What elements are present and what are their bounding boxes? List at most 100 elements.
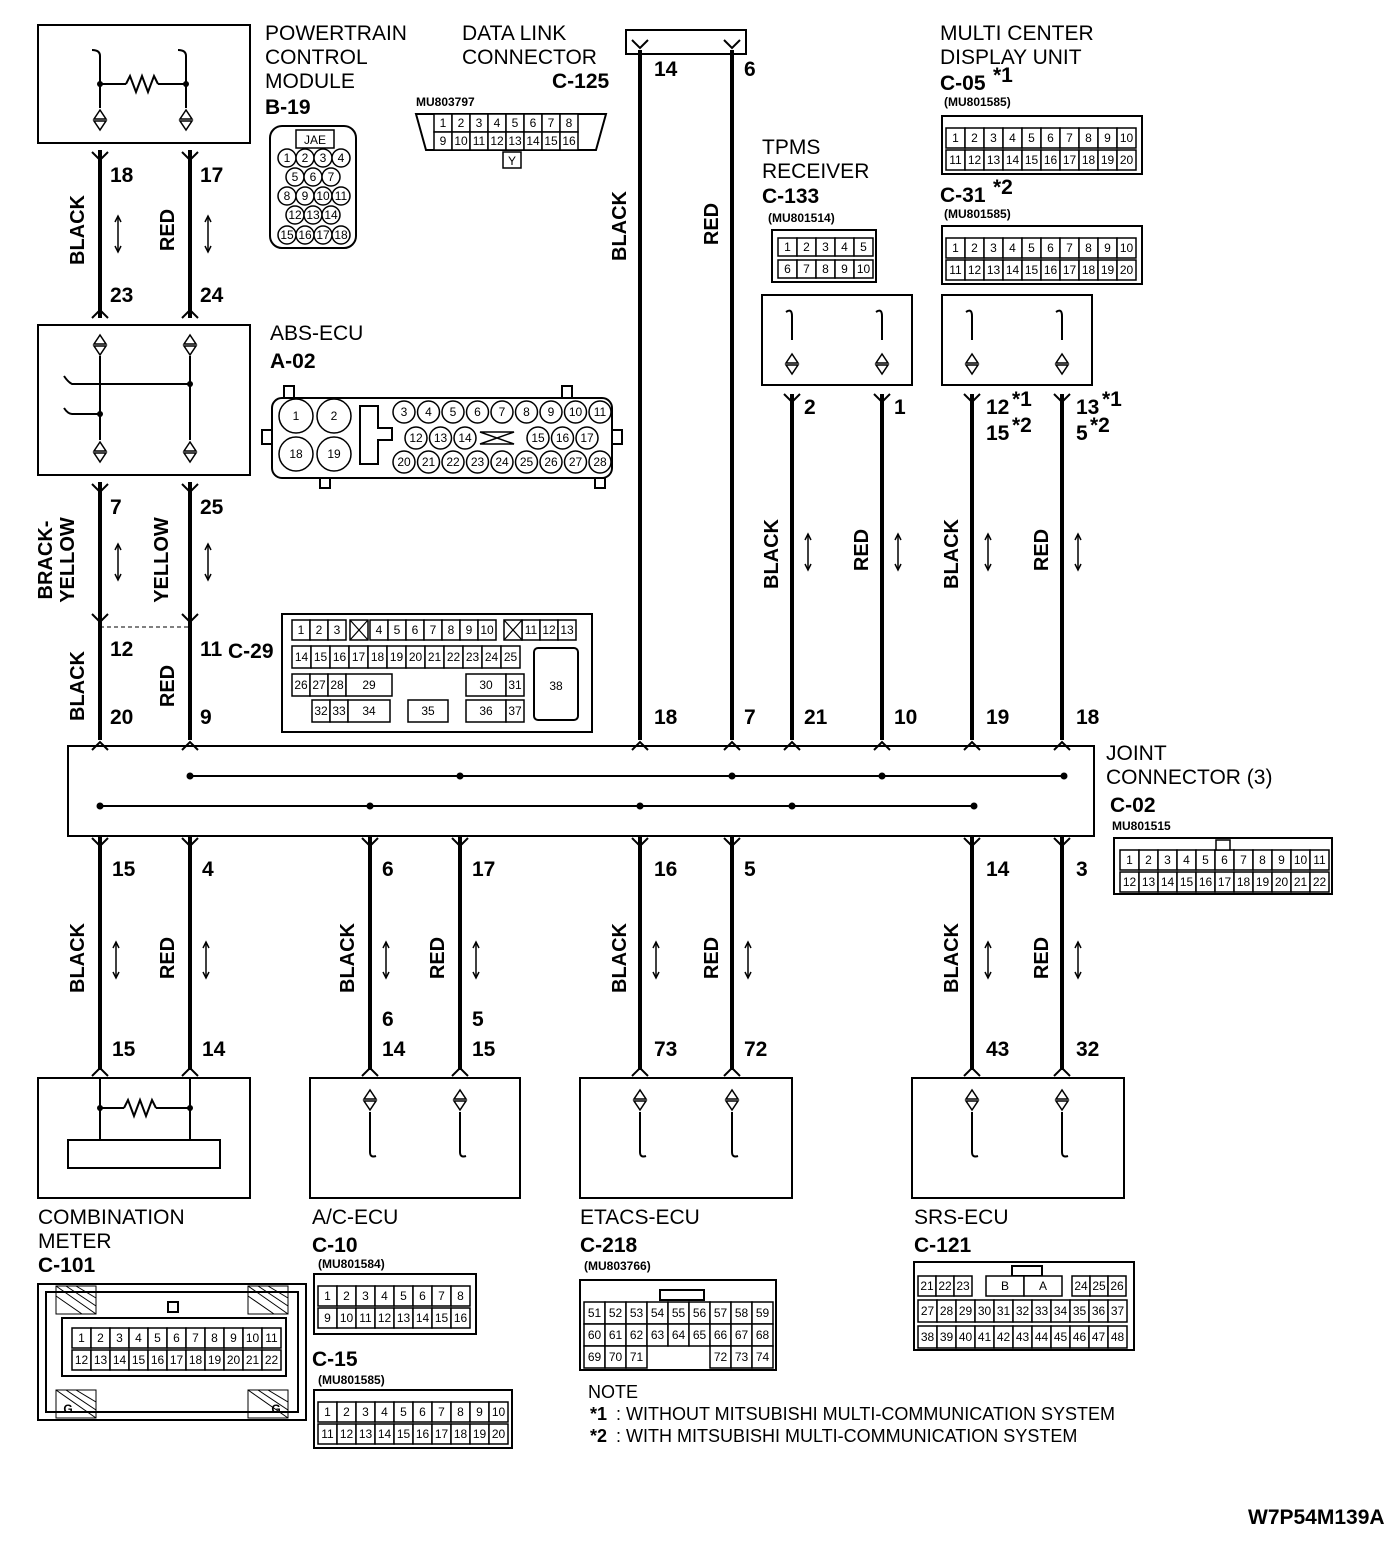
srs-pin-label: 23 [956, 1279, 970, 1293]
mcdu-title-1: MULTI CENTER [940, 22, 1094, 45]
wire-color-srs-red: RED [1031, 937, 1053, 979]
etacs-pin-label: 55 [672, 1306, 686, 1320]
srs-pin-label: A [1039, 1279, 1047, 1293]
mcdu1-pin-label: 6 [1047, 131, 1054, 145]
ac1-pin-label: 4 [381, 1289, 388, 1303]
meter-pin-label: 21 [246, 1353, 260, 1367]
abs-big-pin [278, 436, 314, 472]
c29-connector: C-29 [228, 640, 274, 663]
meter-connector: C-101 [38, 1254, 96, 1277]
meter-pin-label: 17 [170, 1353, 184, 1367]
meter-pin-label: 19 [208, 1353, 222, 1367]
mcdu2-pin-label: 20 [1120, 263, 1134, 277]
c29-big-pin: 38 [549, 679, 563, 693]
mcdu1-pin-label: 5 [1028, 131, 1035, 145]
abs-pin [490, 450, 514, 474]
connector-mark [723, 39, 741, 49]
ac2-pin-label: 1 [324, 1405, 331, 1419]
abs-pin-label: 5 [450, 405, 457, 419]
joint-pin-label: 11 [1313, 853, 1326, 867]
tpms-title-2: RECEIVER [762, 160, 869, 183]
srs-pin-label: 39 [940, 1330, 954, 1344]
c29-cell [347, 699, 391, 723]
pin-number: 18 [654, 706, 678, 729]
tpms-pin-label: 4 [841, 240, 848, 254]
ac2-pin-label: 3 [362, 1405, 369, 1419]
wire-color-abs-left-1: BRACK- [35, 521, 57, 600]
ac-box [309, 1077, 521, 1199]
abs-pin-label: 21 [422, 455, 436, 469]
abs-big-pin [316, 398, 352, 434]
ac1-pin-label: 16 [454, 1311, 468, 1325]
c29-pin-label: 20 [409, 650, 423, 664]
pcm-pin-label: 11 [335, 189, 348, 203]
abs-pin-label: 15 [531, 431, 545, 445]
mcdu2-pin-label: 11 [949, 263, 962, 277]
pcm-pin-label: 17 [316, 228, 330, 242]
c29-cell [557, 619, 577, 641]
srs-cell [1023, 1275, 1063, 1297]
joint-pin-label: 2 [1145, 853, 1152, 867]
star-mark: *1 [1102, 388, 1122, 411]
ac-connector1: C-10 [312, 1234, 358, 1257]
pcm-pin-label: 10 [316, 189, 330, 203]
c29-cell [500, 645, 521, 669]
splice-dot [186, 772, 194, 780]
connector-mark [1053, 1067, 1071, 1077]
pin-number: 14 [202, 1038, 226, 1061]
meter-pin-label: 18 [189, 1353, 203, 1367]
ac2-pin-label: 2 [343, 1405, 350, 1419]
dlc-pin-label: 7 [548, 116, 555, 130]
abs-pin-label: 20 [397, 455, 411, 469]
meter-pin-label: 8 [211, 1331, 218, 1345]
mcdu2-pin-label: 3 [990, 241, 997, 255]
srs-pin-label: 22 [938, 1279, 952, 1293]
dlc-pin-label: 8 [566, 116, 573, 130]
abs-pin-label: 17 [580, 431, 594, 445]
srs-pin-label: 30 [978, 1304, 992, 1318]
connector-mark [451, 1067, 469, 1077]
c29-pin-label: 17 [352, 650, 366, 664]
ac-part1: (MU801584) [318, 1257, 385, 1271]
pcm-box [37, 24, 251, 144]
meter-mark-right: G [271, 1402, 280, 1416]
meter-pin-label: 4 [135, 1331, 142, 1345]
mcdu2-pin-label: 1 [952, 241, 959, 255]
pcm-pin [331, 148, 351, 168]
abs-pin [416, 450, 441, 474]
abs-big-pin [316, 436, 352, 472]
pin-number: 6 [382, 1008, 394, 1031]
mcdu1-pin-label: 7 [1066, 131, 1073, 145]
srs-pin-label: 41 [978, 1330, 992, 1344]
signal-direction-arrow [984, 941, 992, 979]
c29-pin-label: 35 [421, 704, 435, 718]
mcdu1-pin-label: 2 [971, 131, 978, 145]
signal-direction-arrow [114, 543, 122, 581]
etacs-pin-label: 67 [735, 1328, 749, 1342]
srs-pin-label: 21 [920, 1279, 934, 1293]
c29-pin-label: 16 [333, 650, 347, 664]
ac2-pin-label: 4 [381, 1405, 388, 1419]
srs-cell [953, 1275, 973, 1297]
ac1-pin-label: 13 [397, 1311, 411, 1325]
pin-number: 13 [1076, 396, 1099, 419]
mcdu2-pin-label: 10 [1120, 241, 1134, 255]
c29-pin-label: 4 [376, 623, 383, 637]
meter-mark-left: G [63, 1402, 72, 1416]
abs-title: ABS-ECU [270, 322, 363, 345]
wire-color-meter-red: RED [157, 937, 179, 979]
ac-connector2: C-15 [312, 1348, 358, 1371]
abs-big-pin [278, 398, 314, 434]
tpms-pin-label: 6 [784, 262, 791, 276]
c29-pin-label: 26 [294, 678, 308, 692]
mcdu1-pin-label: 13 [987, 153, 1001, 167]
mcdu2-pin-label: 13 [987, 263, 1001, 277]
srs-pin-label: 45 [1054, 1330, 1068, 1344]
wire-color-tpms-black: BLACK [761, 518, 783, 589]
joint-pin-label: 12 [1123, 875, 1137, 889]
abs-pin [490, 400, 514, 424]
c29-cell [477, 619, 497, 641]
c29-pin-label: 29 [362, 678, 376, 692]
